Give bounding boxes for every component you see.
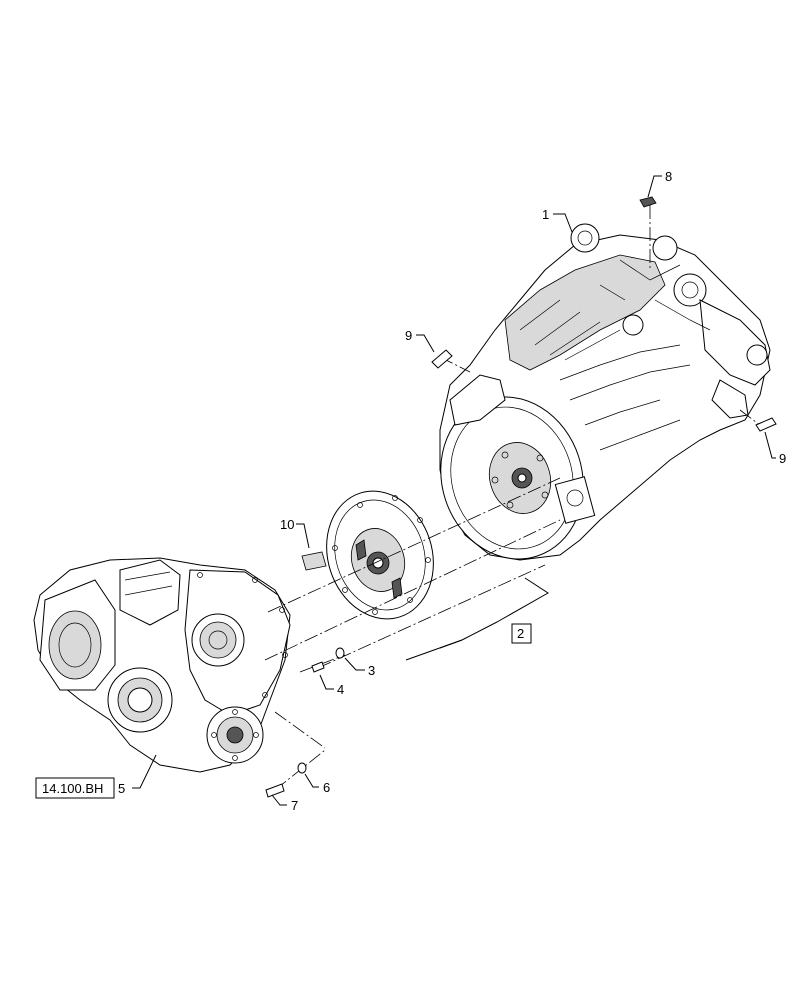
leader-lines	[132, 175, 776, 806]
callout-5: 5	[118, 781, 125, 796]
engine-assembly	[439, 223, 771, 561]
callout-1: 1	[542, 207, 549, 222]
callout-9-left: 9	[405, 328, 412, 343]
part-9-cap-left	[431, 349, 453, 369]
part-9-cap-right	[755, 417, 777, 432]
group-bracket	[405, 577, 549, 661]
damper-plate	[326, 490, 434, 620]
gearbox-assembly	[33, 557, 291, 773]
part-7-bolt	[265, 783, 285, 798]
reference-box	[35, 777, 115, 799]
callout-4: 4	[337, 682, 344, 697]
part-3-washer	[335, 647, 345, 659]
part-8-plug	[639, 196, 657, 208]
callout-7: 7	[291, 798, 298, 813]
callout-2: 2	[517, 626, 524, 641]
callout-3: 3	[368, 663, 375, 678]
callout-6: 6	[323, 780, 330, 795]
part-4-bolt	[311, 661, 325, 673]
callout-8: 8	[665, 169, 672, 184]
callout-9-right: 9	[779, 451, 786, 466]
part-10-label	[301, 551, 327, 571]
part-6-washer	[297, 762, 307, 774]
reference-box-label: 14.100.BH	[42, 781, 103, 796]
callout-2-box	[511, 623, 532, 644]
callouts: 1 8 9 9 10 3 4 5 6 7 2 14.100.BH	[35, 169, 786, 813]
callout-10: 10	[280, 517, 294, 532]
